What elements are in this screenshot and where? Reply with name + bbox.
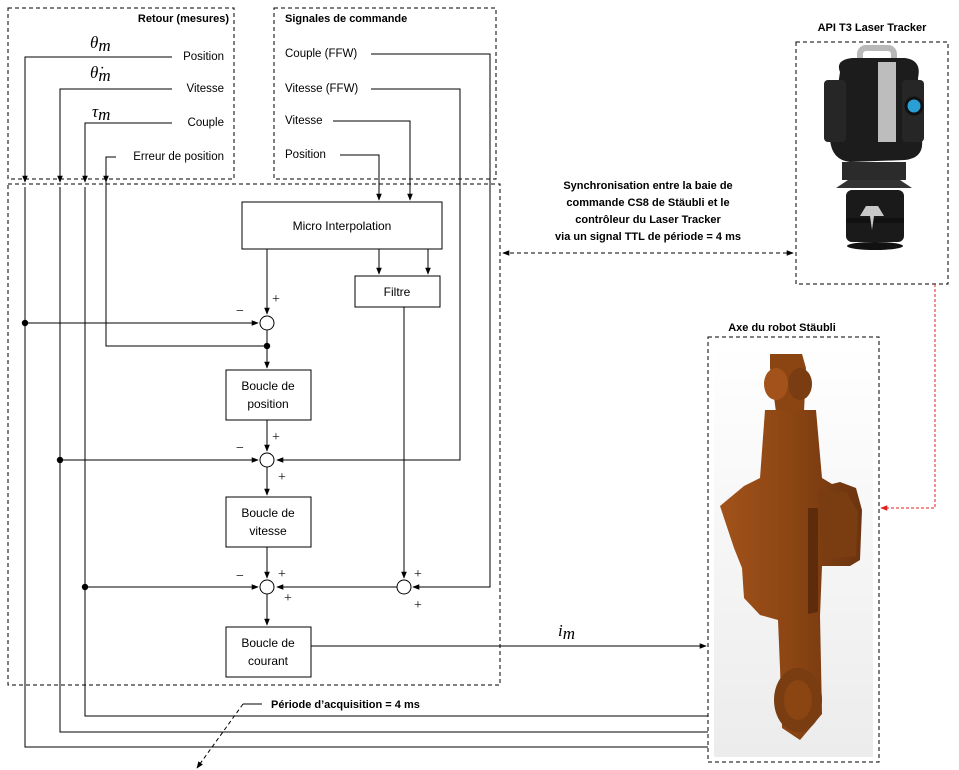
sum-junction-current (259, 579, 275, 595)
robot-title: Axe du robot Stäubli (728, 322, 836, 334)
commands-frame (273, 7, 497, 180)
controller-frame (7, 183, 501, 686)
sign-sum1-minus: − (236, 304, 244, 319)
current-loop-block (225, 626, 312, 678)
sign-sum2-plus-top: + (272, 430, 280, 445)
sign-torque-plus-top: + (414, 567, 422, 582)
feedback-position-line (22, 56, 172, 183)
sign-sum3-plus-bottom: + (284, 591, 292, 606)
robot-couple-return (84, 187, 708, 717)
feedback-frame (7, 7, 235, 180)
speed-loop-block (225, 496, 312, 548)
feedback-title: Retour (mesures) (138, 13, 229, 25)
current-loop-label-2: courant (248, 654, 289, 668)
sign-sum1-plus: + (272, 292, 280, 307)
cmd-vitesse: Vitesse (285, 115, 323, 127)
laser-tracker-image (824, 45, 924, 250)
cmd-couple-ffw-line (371, 53, 491, 590)
sync-line-2: commande CS8 de Stäubli et le (566, 197, 729, 209)
position-loop-label-2: position (247, 397, 288, 411)
tracker-to-robot-link (880, 284, 936, 511)
cmd-couple-ffw: Couple (FFW) (285, 48, 357, 60)
sign-sum3-minus: − (236, 569, 244, 584)
filtre-label: Filtre (384, 285, 411, 299)
sign-sum2-plus-bottom: + (278, 470, 286, 485)
position-loop-block (225, 369, 312, 421)
robot-position-return (24, 187, 708, 748)
feedback-erreur-label: Erreur de position (133, 151, 224, 163)
sync-line-1: Synchronisation entre la baie de (563, 180, 732, 192)
cmd-position-line (340, 154, 382, 201)
sum-junction-position (259, 315, 275, 331)
speed-loop-label-1: Boucle de (241, 506, 295, 520)
sign-sum3-plus-top: + (278, 567, 286, 582)
sum-junction-speed (259, 452, 275, 468)
commands-title: Signales de commande (285, 13, 407, 25)
tracker-frame (795, 41, 949, 285)
filtre-block (354, 275, 441, 308)
cmd-vitesse-ffw-line (276, 88, 461, 463)
cmd-vitesse-ffw: Vitesse (FFW) (285, 83, 358, 95)
micro-interpolation-label: Micro Interpolation (293, 219, 392, 233)
tracker-title: API T3 Laser Tracker (818, 22, 928, 34)
micro-interpolation-block (241, 201, 443, 250)
acquisition-arrow (196, 703, 244, 769)
theta-dot-symbol: θ̇m (90, 63, 111, 85)
current-output-symbol: im (558, 621, 575, 643)
sum-junction-torque-ffw (396, 579, 412, 595)
robot-vitesse-return (59, 187, 708, 733)
sign-torque-plus-bottom: + (414, 598, 422, 613)
robot-axis-image (714, 345, 873, 757)
cmd-position: Position (285, 149, 326, 161)
feedback-vitesse-label: Vitesse (186, 83, 224, 95)
feedback-couple-label: Couple (188, 117, 224, 129)
error-tap-line (105, 182, 267, 347)
feedback-vitesse-line (57, 88, 172, 183)
robot-frame (707, 336, 880, 763)
cmd-vitesse-line (333, 120, 413, 201)
sync-line-4: via un signal TTL de période = 4 ms (555, 231, 741, 243)
feedback-position-label: Position (183, 51, 224, 63)
current-loop-label-1: Boucle de (241, 636, 295, 650)
acquisition-label: Période d’acquisition = 4 ms (271, 699, 420, 711)
feedback-erreur-line (103, 156, 116, 183)
sync-line-3: contrôleur du Laser Tracker (575, 214, 721, 226)
error-tap-dot (263, 342, 271, 350)
tau-symbol: τm (92, 102, 110, 124)
theta-symbol: θm (90, 33, 111, 55)
feedback-couple-line (82, 122, 172, 183)
position-loop-label-1: Boucle de (241, 379, 295, 393)
sign-sum2-minus: − (236, 441, 244, 456)
speed-loop-label-2: vitesse (249, 524, 287, 538)
